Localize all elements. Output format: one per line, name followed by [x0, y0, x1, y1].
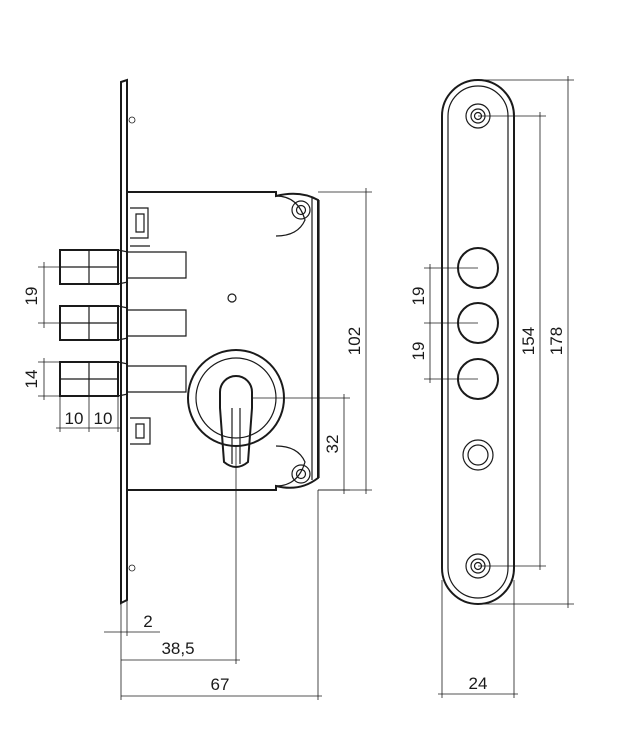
lock-front-view: 19 19 154 178 24: [409, 76, 574, 698]
dim-backset: 38,5: [121, 446, 240, 664]
dim-key-offset-label: 32: [323, 435, 342, 454]
dim-case-depth: 67: [121, 490, 322, 700]
dim-case-depth-label: 67: [211, 675, 230, 694]
lock-side-view: 19 14 10 10 102 32: [22, 78, 372, 700]
case-screw-bottom: [291, 464, 311, 484]
dim-bolt-width-b-label: 10: [94, 409, 113, 428]
latch-hole: [462, 439, 494, 471]
dim-plate-width: 24: [438, 580, 518, 698]
dim-plate-width-label: 24: [469, 674, 488, 693]
dim-bolt-pitch-label: 19: [22, 287, 41, 306]
internal-bolts: [128, 251, 187, 393]
dim-faceplate-thickness-label: 2: [143, 612, 152, 631]
dim-key-offset: 32: [252, 394, 350, 494]
latch-bracket-top: [130, 207, 150, 247]
lock-case: [127, 191, 320, 491]
dim-hole-pitch-b-label: 19: [409, 342, 428, 361]
dim-hole-pitch: 19 19: [409, 264, 478, 383]
front-plate-inner: [447, 85, 509, 599]
dim-plate-length: 178: [478, 76, 574, 608]
dim-hole-pitch-a-label: 19: [409, 287, 428, 306]
bolt-bottom: [59, 361, 129, 397]
dim-bolt-width-a-label: 10: [65, 409, 84, 428]
dim-case-height-label: 102: [345, 327, 364, 355]
spindle-hole: [227, 293, 237, 303]
dim-screw-spacing: 154: [478, 112, 546, 570]
case-screw-top: [291, 200, 311, 220]
dim-bolt-height-label: 14: [22, 370, 41, 389]
dim-backset-label: 38,5: [161, 639, 194, 658]
dim-screw-spacing-label: 154: [519, 327, 538, 355]
bolt-middle: [59, 305, 129, 341]
latch-bracket-bottom: [130, 417, 151, 445]
dim-bolt-height: 14: [22, 358, 62, 400]
bolt-top: [59, 249, 129, 285]
dim-faceplate-thickness: 2: [104, 600, 160, 700]
dim-bolt-widths: 10 10: [56, 396, 122, 432]
faceplate: [120, 78, 136, 605]
dim-bolt-pitch: 19: [22, 262, 62, 328]
dim-plate-length-label: 178: [547, 327, 566, 355]
